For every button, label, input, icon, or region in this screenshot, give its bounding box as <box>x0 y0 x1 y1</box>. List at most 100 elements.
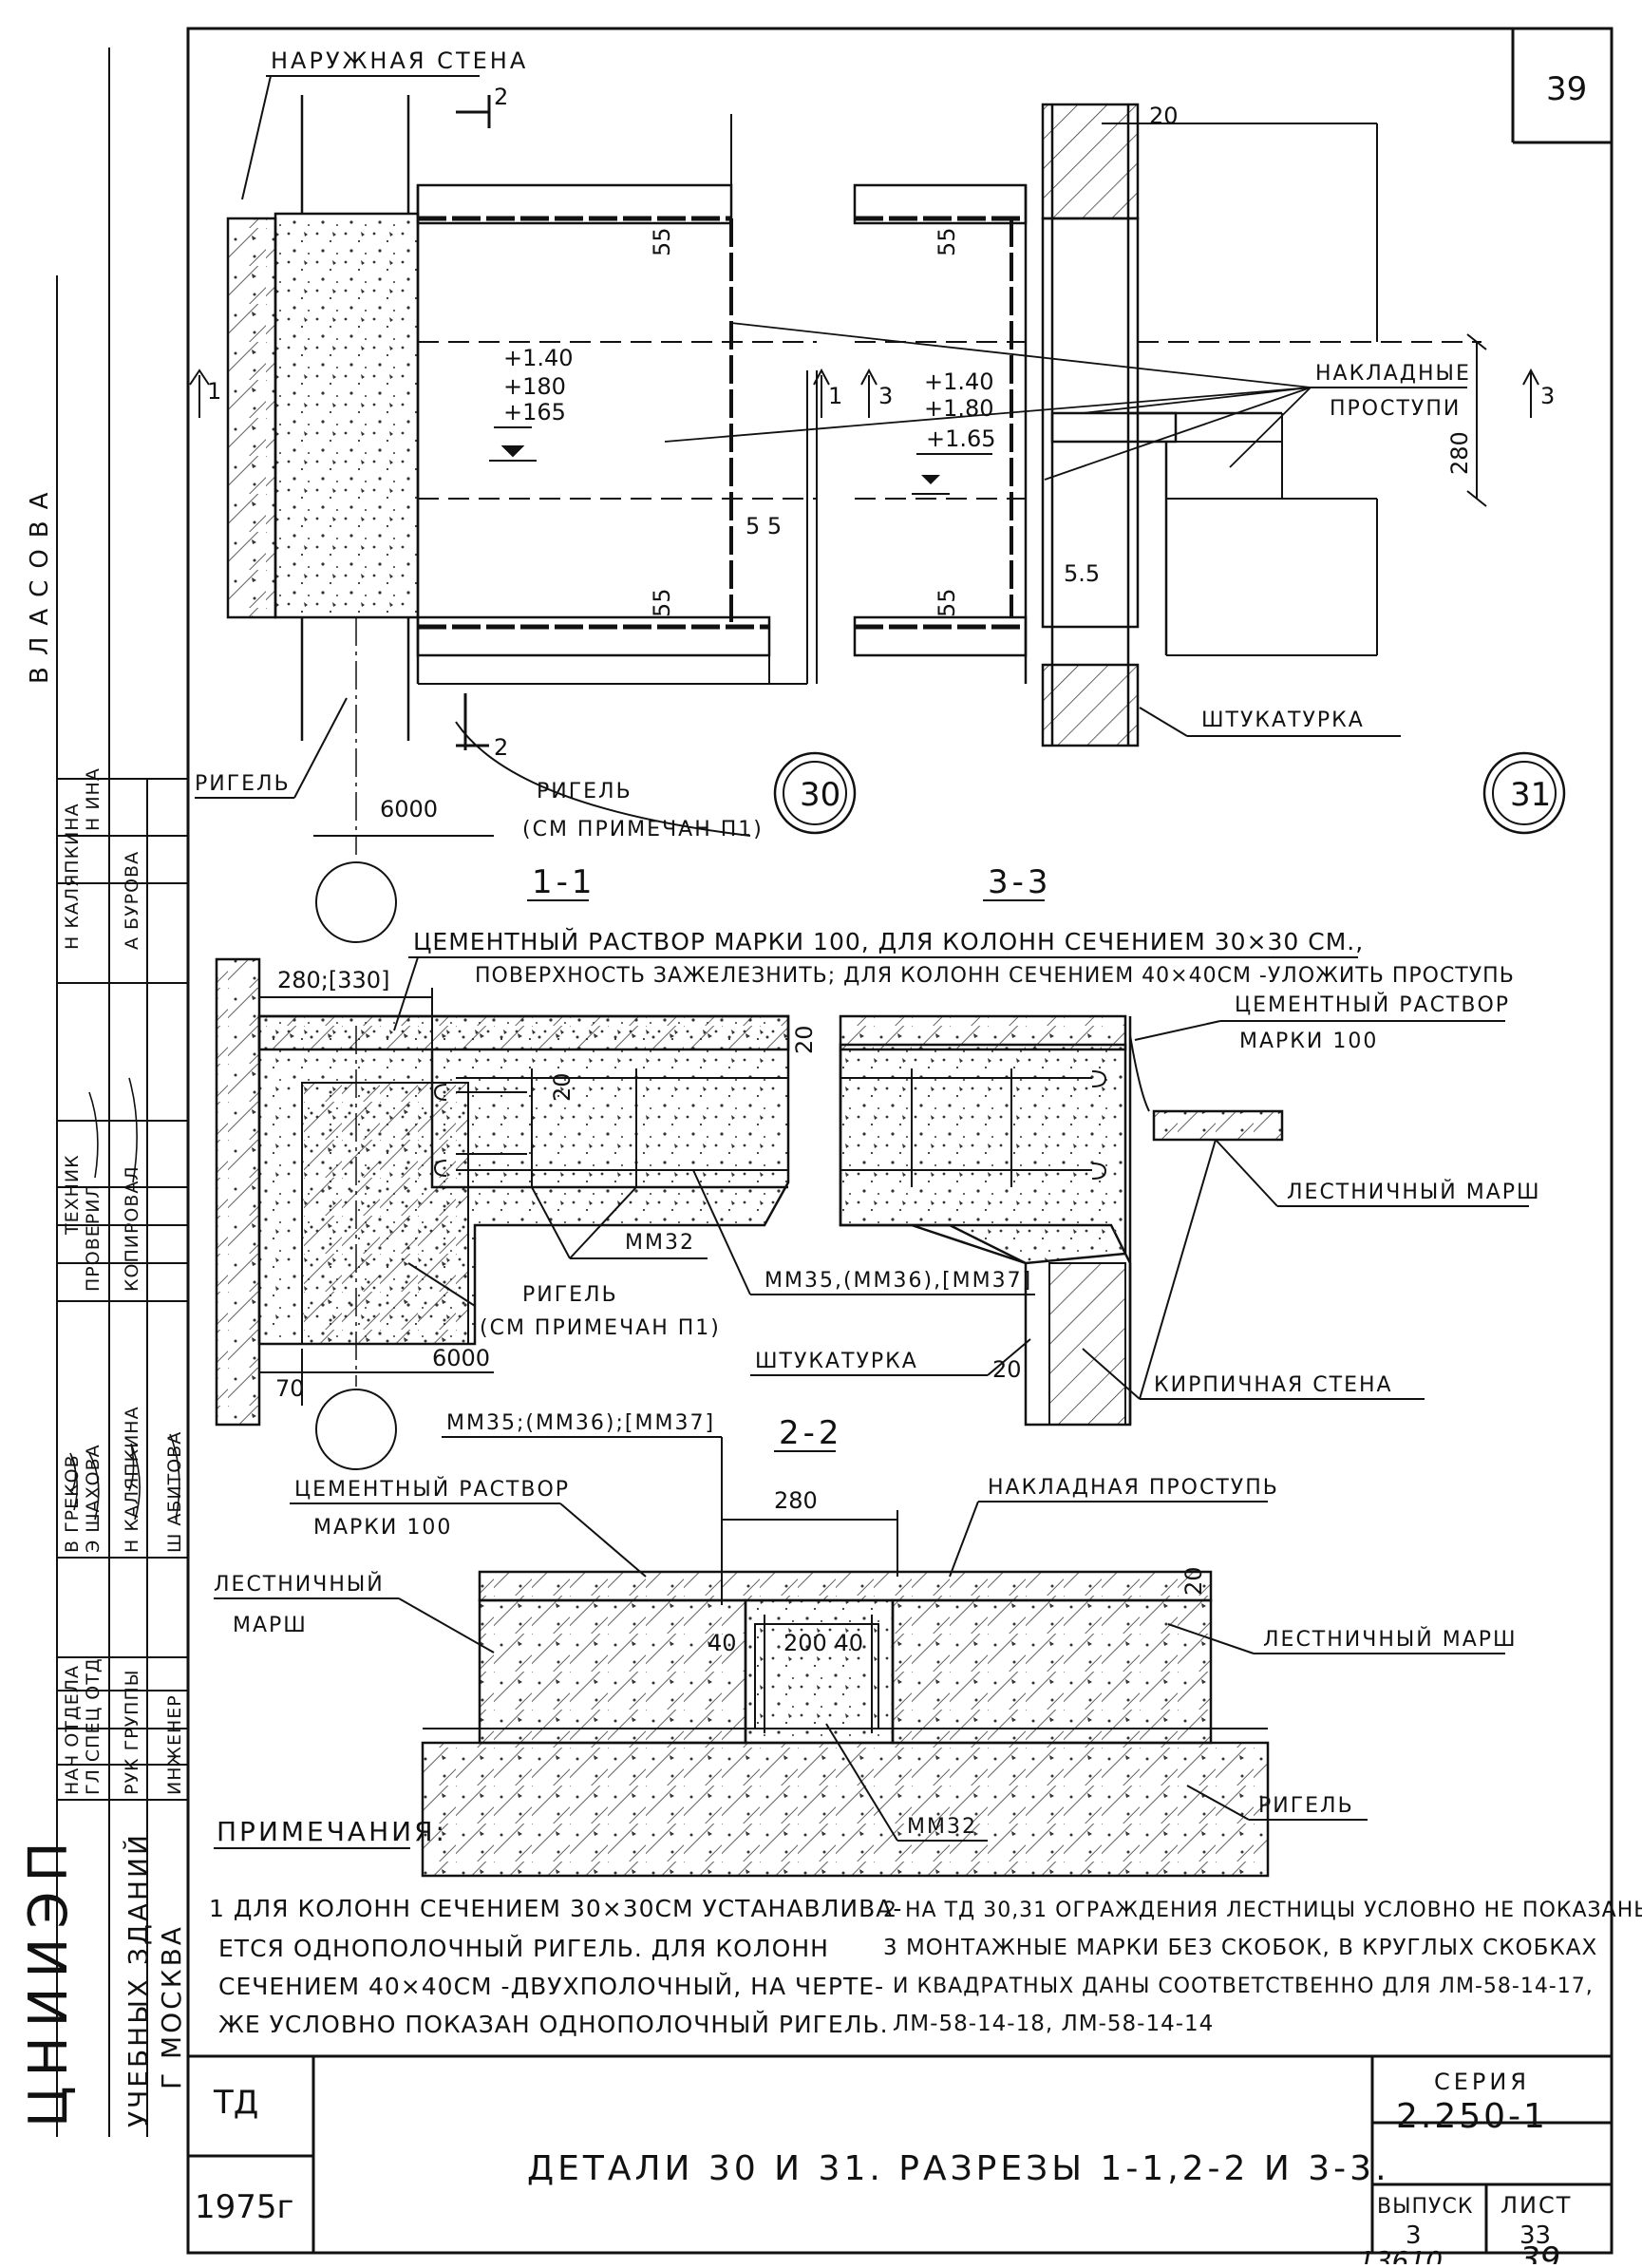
sheet-label: ЛИСТ <box>1500 2192 1572 2219</box>
drawing-label: РИГЕЛЬ <box>195 772 291 796</box>
org-logo: ЦНИИЭП <box>18 1832 80 2127</box>
drawing-label: ЛЕСТНИЧНЫЙ МАРШ <box>1287 1180 1541 1204</box>
drawing-label: 70 <box>275 1375 305 1402</box>
drawing-label: 280;[330] <box>277 967 389 993</box>
drawing-label: 55 <box>934 588 960 617</box>
drawing-label: 280 <box>774 1487 818 1514</box>
drawing-label: (СМ ПРИМЕЧАН П1) <box>480 1316 721 1340</box>
drawing-label: ММ32 <box>907 1815 977 1839</box>
page-number-bottom: 39 <box>1519 2240 1560 2264</box>
drawing-label: 20 <box>1149 103 1179 129</box>
detail-31: +1.40 +1.80 +1.65 55 55 5.5 20 1 3 3 НАК… <box>664 103 1566 835</box>
drawing-label: 2 <box>494 734 508 761</box>
drawing-label: ЖЕ УСЛОВНО ПОКАЗАН ОДНОПОЛОЧНЫЙ РИГЕЛЬ. <box>218 2011 889 2038</box>
drawing-label: 5.5 <box>1064 560 1100 587</box>
drawing-label: ЛЕСТНИЧНЫЙ <box>214 1572 385 1597</box>
drawing-label: 1 <box>828 383 842 409</box>
drawing-label: НАРУЖНАЯ СТЕНА <box>271 47 528 74</box>
notes: ПРИМЕЧАНИЯ: 1 ДЛЯ КОЛОНН СЕЧЕНИЕМ 30×30С… <box>209 1816 1642 2038</box>
drawing-label: +165 <box>503 399 566 425</box>
outer-wall <box>226 217 277 619</box>
drawing-label: СЕЧЕНИЕМ 40×40СМ -ДВУХПОЛОЧНЫЙ, НА ЧЕРТЕ… <box>218 1973 884 2000</box>
drawing-label: 2 <box>494 84 508 110</box>
sidebar-name-b: А БУРОВА <box>122 851 142 950</box>
drawing-label: 20 <box>1180 1566 1207 1596</box>
drawing-label: 20 <box>791 1025 818 1054</box>
drawing-label: ЦЕМЕНТНЫЙ РАСТВОР МАРКИ 100, ДЛЯ КОЛОНН … <box>413 928 1364 955</box>
sidebar-vertical-text: ВЛАСОВА <box>26 482 54 684</box>
drawing-label: ММ32 <box>625 1231 695 1255</box>
drawing-label: 5 5 <box>746 513 782 539</box>
org-name-1: УЧЕБНЫХ ЗДАНИЙ <box>122 1832 154 2127</box>
drawing-label: НАКЛАДНАЯ ПРОСТУПЬ <box>988 1476 1279 1500</box>
drawing-label: 3 МОНТАЖНЫЕ МАРКИ БЕЗ СКОБОК, В КРУГЛЫХ … <box>883 1936 1597 1960</box>
drawing-label: ПРОСТУПИ <box>1330 397 1461 421</box>
drawing-label: ММ35;(ММ36);[ММ37] <box>446 1411 715 1435</box>
drawing-label: 6000 <box>380 796 438 822</box>
drawing-label: 280 <box>1446 431 1473 475</box>
detail-30: +1.40 +180 +165 55 55 5 5 2 2 1 НАРУЖНАЯ… <box>189 47 857 943</box>
sidebar-role-b: ТЕХНИК <box>62 1154 83 1236</box>
drawing-label: ММ35,(ММ36),[ММ37] <box>764 1269 1032 1293</box>
org-name-2: Г МОСКВА <box>156 1924 187 2089</box>
detail-31-circle: 31 <box>1510 776 1551 814</box>
sidebar-role-b: ПРОВЕРИЛ <box>83 1183 104 1292</box>
drawing-title: ДЕТАЛИ 30 И 31. РАЗРЕЗЫ 1-1,2-2 И 3-3. <box>527 2149 1390 2188</box>
drawing-label: МАРКИ 100 <box>313 1516 452 1540</box>
drawing-label: (СМ ПРИМЕЧАН П1) <box>522 818 764 841</box>
drawing-label: 2 НА ТД 30,31 ОГРАЖДЕНИЯ ЛЕСТНИЦЫ УСЛОВН… <box>883 1899 1642 1922</box>
drawing-label: ПОВЕРХНОСТЬ ЗАЖЕЛЕЗНИТЬ; ДЛЯ КОЛОНН СЕЧЕ… <box>475 964 1515 988</box>
drawing-label: ШТУКАТУРКА <box>1201 709 1365 732</box>
section-3-3: 3-3 20 20 ЦЕМЕНТНЫЙ РАСТВОР МАРКИ 100 ЛЕ… <box>750 863 1541 1427</box>
drawing-label: 6000 <box>432 1345 490 1371</box>
sidebar-text: НАЧ ОТДЕЛА ГЛ СПЕЦ ОТД РУК ГРУППЫ ИНЖЕНЕ… <box>26 482 185 1795</box>
series-label: СЕРИЯ <box>1434 2069 1530 2095</box>
drawing-label: РИГЕЛЬ <box>522 1283 618 1307</box>
column <box>274 212 420 619</box>
drawing-label: ЕТСЯ ОДНОПОЛОЧНЫЙ РИГЕЛЬ. ДЛЯ КОЛОНН <box>218 1935 829 1962</box>
title-year: 1975г <box>195 2188 293 2226</box>
drawing-label: РИГЕЛЬ <box>537 780 632 803</box>
frame <box>186 27 1614 2255</box>
series-value: 2.250-1 <box>1396 2097 1548 2136</box>
section-3-3-title: 3-3 <box>988 863 1052 901</box>
title-block <box>188 2054 1612 2253</box>
sidebar-role: НАЧ ОТДЕЛА <box>62 1665 83 1795</box>
drawing-label: ШТУКАТУРКА <box>755 1350 918 1373</box>
section-2-2: 2-2 ММ35;(ММ36);[ММ37] 280 ЦЕМЕНТНЫЙ РАС… <box>214 1411 1518 1878</box>
drawing-label: ЦЕМЕНТНЫЙ РАСТВОР <box>1235 992 1510 1017</box>
drawing-label: 55 <box>649 227 675 256</box>
section-2-2-title: 2-2 <box>779 1414 843 1452</box>
notes-heading: ПРИМЕЧАНИЯ: <box>217 1816 447 1847</box>
issue-value: 3 <box>1406 2221 1422 2250</box>
drawing-label: 1 ДЛЯ КОЛОНН СЕЧЕНИЕМ 30×30СМ УСТАНАВЛИВ… <box>209 1895 902 1922</box>
sidebar-name-c: Н ИНА <box>83 767 104 831</box>
drawing-label: +1.40 <box>924 369 994 395</box>
drawing-label: КИРПИЧНАЯ СТЕНА <box>1154 1373 1393 1397</box>
drawing-label: И КВАДРАТНЫХ ДАНЫ СООТВЕТСТВЕННО ДЛЯ ЛМ-… <box>893 1975 1594 1998</box>
drawing-label: +1.65 <box>926 425 996 452</box>
issue-label: ВЫПУСК <box>1377 2195 1473 2219</box>
drawing-label: +1.40 <box>503 345 574 371</box>
drawing-label: 3 <box>878 383 893 409</box>
page-number-top: 39 <box>1546 70 1587 108</box>
stamp: 13610 <box>1358 2245 1443 2264</box>
sidebar-role: ИНЖЕНЕР <box>164 1694 185 1795</box>
drawing-label: ЛЕСТНИЧНЫЙ МАРШ <box>1263 1627 1518 1652</box>
title-td: ТД <box>213 2084 258 2122</box>
sheet-value: 33 <box>1519 2221 1551 2250</box>
drawing-label: 200 40 <box>783 1630 863 1656</box>
drawing-label: МАРШ <box>233 1614 308 1637</box>
sidebar-name: Ш АБИТОВА <box>164 1431 185 1553</box>
drawing-label: ЦЕМЕНТНЫЙ РАСТВОР <box>294 1477 570 1502</box>
sidebar-name: В ГРЕКОВ <box>62 1454 83 1553</box>
drawing-label: НАКЛАДНЫЕ <box>1315 362 1471 386</box>
drawing-label: 3 <box>1540 383 1555 409</box>
drawing-label: 55 <box>649 588 675 617</box>
left-sidebar <box>56 47 188 2137</box>
section-1-1: 1-1 280;[330] 20 ЦЕМЕНТНЫЙ РАСТВОР МАРКИ… <box>215 863 1515 1470</box>
sidebar-name: Э ШАХОВА <box>83 1444 104 1553</box>
drawing-label: РИГЕЛЬ <box>1258 1794 1354 1818</box>
drawing-label: 55 <box>934 227 960 256</box>
